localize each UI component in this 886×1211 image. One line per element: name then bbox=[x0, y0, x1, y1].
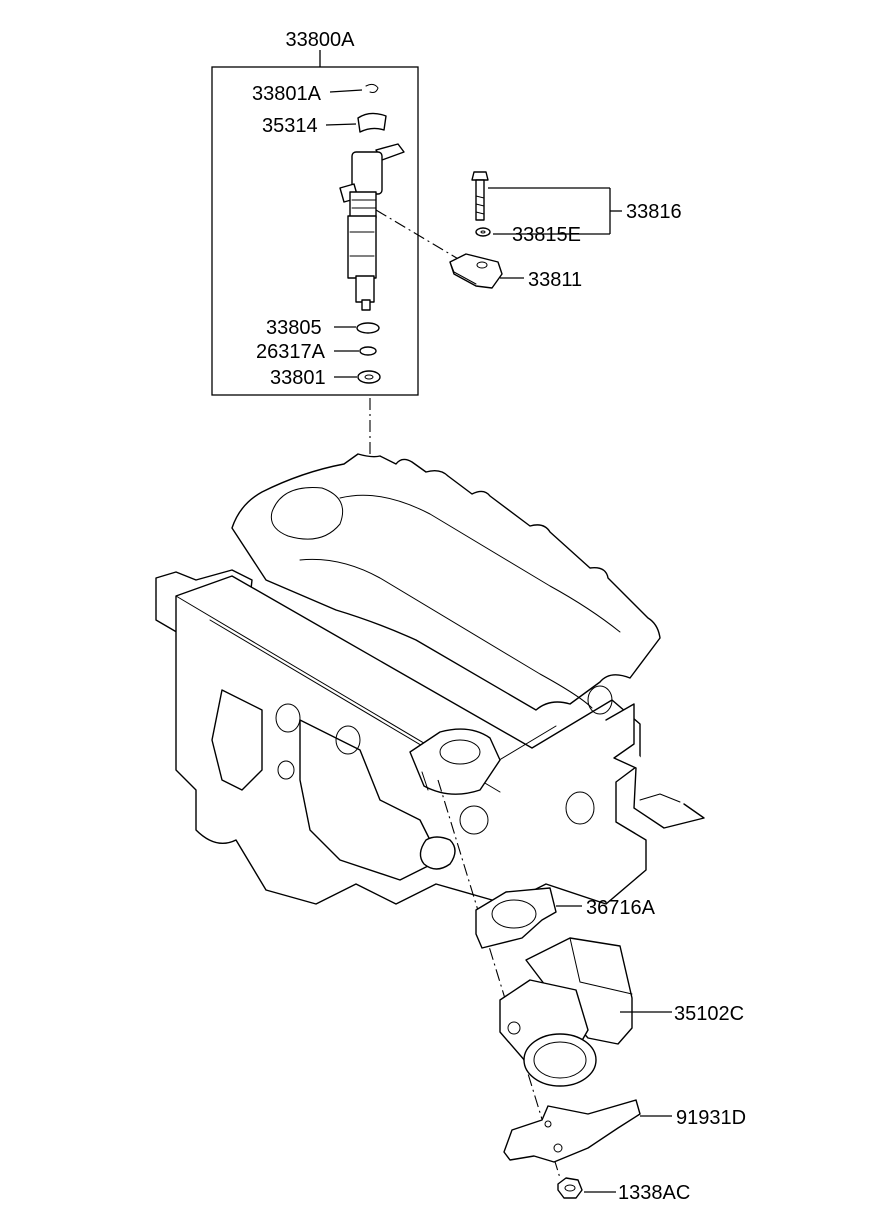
nut-icon[interactable]: 1338AC bbox=[557, 1177, 690, 1204]
washer-icon[interactable] bbox=[475, 227, 491, 237]
label-33801[interactable]: 33801 bbox=[270, 367, 326, 389]
engine-block-icon bbox=[155, 453, 705, 905]
injector-washer-icon[interactable]: 33801 bbox=[270, 367, 381, 389]
label-1338AC[interactable]: 1338AC bbox=[618, 1182, 690, 1204]
retainer-icon[interactable]: 35314 bbox=[262, 112, 387, 137]
label-33811[interactable]: 33811 bbox=[528, 269, 582, 291]
bracket-icon[interactable]: 91931D bbox=[503, 1099, 746, 1163]
bolt-icon[interactable] bbox=[471, 171, 489, 221]
label-33805[interactable]: 33805 bbox=[266, 317, 322, 339]
clip-icon[interactable]: 33801A bbox=[252, 83, 379, 105]
injector-assembly-group: 33800A bbox=[211, 29, 419, 396]
o-ring-large-icon[interactable]: 33805 bbox=[266, 317, 380, 339]
injector-icon[interactable] bbox=[339, 143, 461, 311]
label-36716A[interactable]: 36716A bbox=[586, 897, 656, 919]
label-33801A[interactable]: 33801A bbox=[252, 83, 322, 105]
bolt-washer-bracket-lines bbox=[488, 187, 622, 235]
label-35102C[interactable]: 35102C bbox=[674, 1003, 744, 1025]
gasket-icon[interactable]: 36716A bbox=[475, 887, 656, 949]
throttle-body-icon[interactable]: 35102C bbox=[499, 937, 744, 1087]
label-35314[interactable]: 35314 bbox=[262, 115, 318, 137]
label-91931D[interactable]: 91931D bbox=[676, 1107, 746, 1129]
label-26317A[interactable]: 26317A bbox=[256, 341, 326, 363]
label-33800A[interactable]: 33800A bbox=[286, 29, 356, 51]
clamp-icon[interactable]: 33811 bbox=[449, 253, 582, 291]
label-33816[interactable]: 33816 bbox=[626, 201, 682, 223]
o-ring-small-icon[interactable]: 26317A bbox=[256, 341, 377, 363]
label-33815E[interactable]: 33815E bbox=[512, 224, 581, 246]
